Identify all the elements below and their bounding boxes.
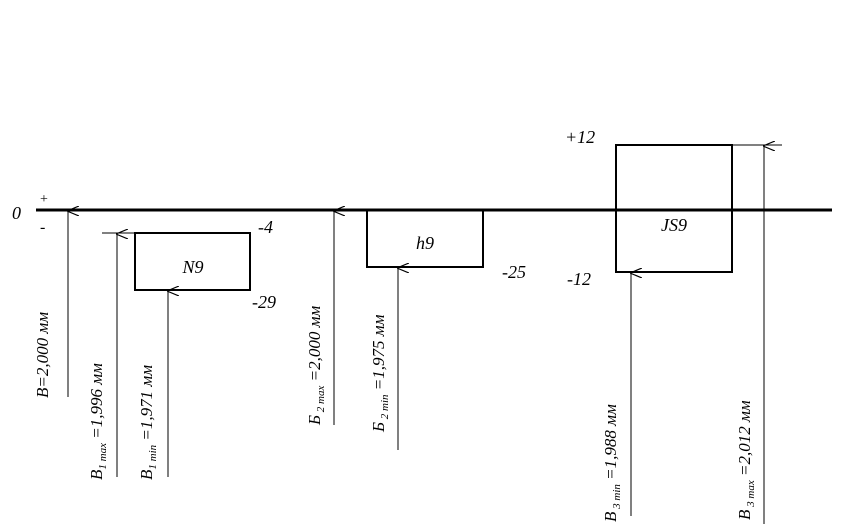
h9-lower-deviation: -25 [502, 262, 526, 282]
js9-label: JS9 [661, 215, 687, 235]
n9-upper-deviation: -4 [258, 217, 273, 237]
minus-sign: - [40, 219, 45, 236]
js9-tolerance-field [615, 144, 733, 273]
h9-tolerance-field [366, 209, 484, 268]
plus-sign: + [40, 192, 48, 207]
b1-min-label: B1 min =1,971 мм [137, 365, 159, 480]
n9-tolerance-field [134, 232, 251, 291]
h9-label: h9 [416, 233, 434, 253]
b3-min-label: B 3 min =1,988 мм [601, 404, 623, 522]
b2-max-label: Б 2 max =2,000 мм [305, 306, 327, 426]
js9-lower-deviation: -12 [567, 269, 591, 289]
n9-lower-deviation: -29 [252, 292, 276, 312]
b3-max-label: B 3 max =2,012 мм [735, 400, 757, 520]
b-nominal-label: B=2,000 мм [33, 312, 52, 398]
zero-label: 0 [12, 203, 21, 223]
js9-upper-deviation: +12 [565, 127, 595, 147]
b2-min-label: Б 2 min =1,975 мм [369, 314, 391, 433]
n9-label: N9 [181, 257, 203, 277]
b1-max-label: B1 max =1,996 мм [87, 363, 109, 480]
